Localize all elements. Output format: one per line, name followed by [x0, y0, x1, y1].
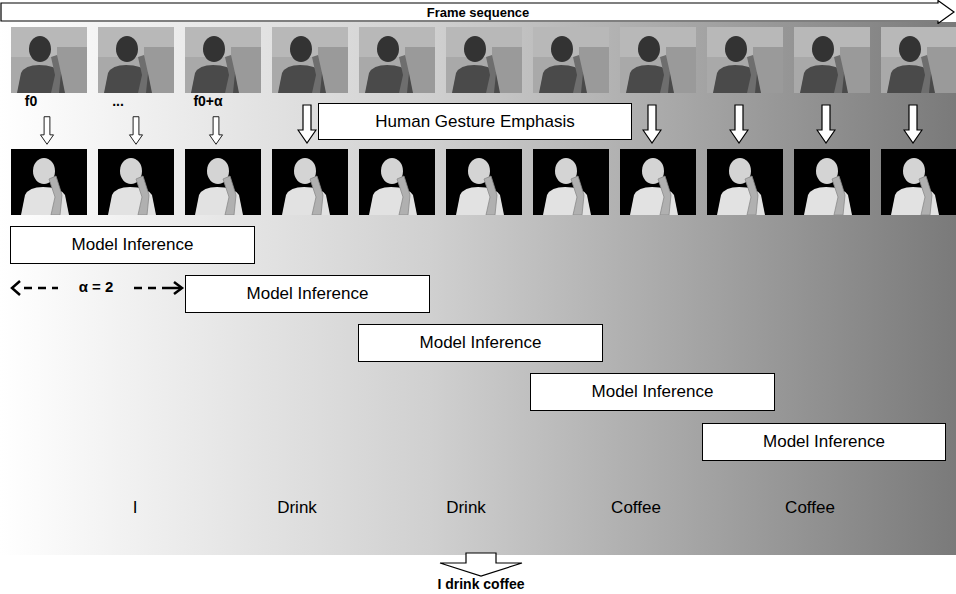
stride-label: α = 2: [79, 278, 114, 295]
process-box: Model Inference: [185, 275, 430, 313]
masked-frames: [11, 149, 956, 215]
word-output: Coffee: [611, 498, 661, 518]
word-output: Drink: [277, 498, 317, 518]
gradient-background: [0, 22, 956, 555]
box-text: Model Inference: [239, 284, 377, 304]
title-text: Frame sequence: [419, 5, 538, 20]
box-text: Model Inference: [64, 235, 202, 255]
word-output: Drink: [446, 498, 486, 518]
box-text: Model Inference: [584, 382, 722, 402]
process-box: Model Inference: [10, 226, 255, 264]
process-box: Model Inference: [530, 373, 775, 411]
title-arrow: Frame sequence: [0, 0, 956, 24]
sentence-output: I drink coffee: [437, 576, 524, 592]
word-output: I: [133, 498, 138, 518]
raw-frames: [11, 27, 956, 93]
result-arrow: [440, 553, 522, 576]
frame-label: f0: [25, 93, 37, 109]
process-box: Model Inference: [702, 423, 946, 461]
box-text: Model Inference: [412, 333, 550, 353]
box-text: Model Inference: [755, 432, 893, 452]
frame-label: f0+α: [193, 93, 222, 109]
word-output: Coffee: [785, 498, 835, 518]
process-box: Model Inference: [358, 324, 603, 362]
process-box: Human Gesture Emphasis: [318, 103, 632, 140]
frame-label: ...: [112, 93, 124, 109]
box-text: Human Gesture Emphasis: [367, 112, 582, 132]
